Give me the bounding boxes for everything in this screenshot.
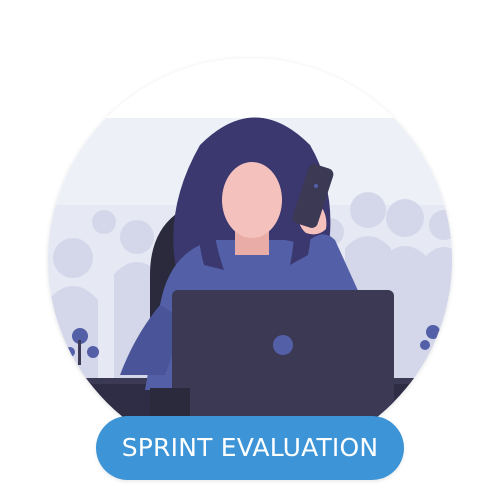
phone-icon — [292, 164, 334, 228]
sprint-evaluation-button[interactable]: SPRINT EVALUATION — [96, 416, 404, 480]
laptop-icon — [172, 290, 394, 420]
laptop-logo — [273, 335, 293, 355]
